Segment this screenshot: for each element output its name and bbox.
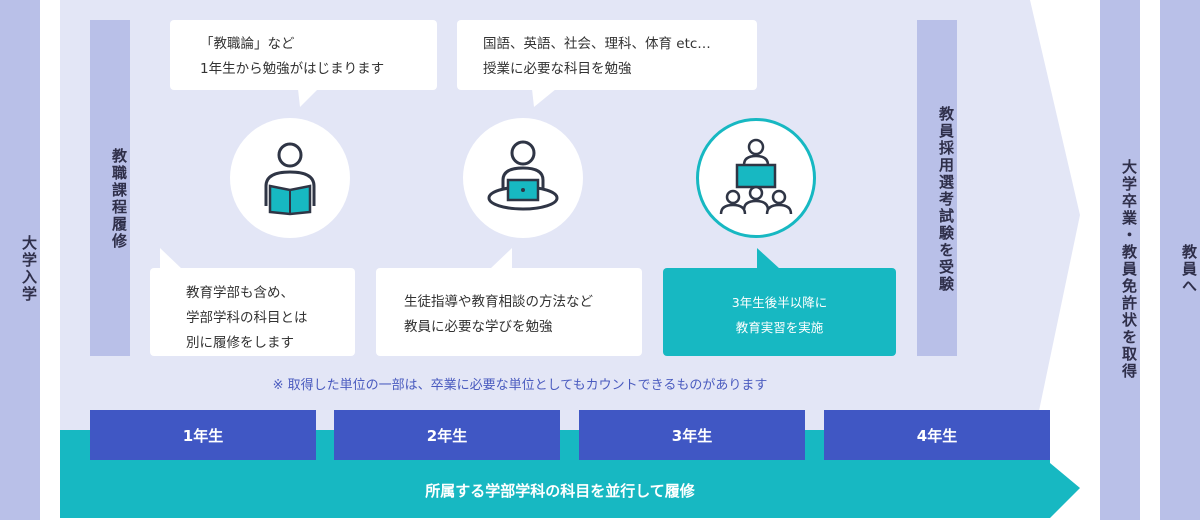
year-2-box: 2年生 [334,410,560,460]
bottom-bubble-1-line-3: 別に履修をします [186,335,294,351]
teaching-course-bar: 教職課程履修 [90,20,130,356]
bottom-bubble-2-line-1: 生徒指導や教育相談の方法など [404,294,593,310]
reading-person-icon [264,142,316,216]
graduation-bar: 大学卒業・教員免許状を取得 [1100,0,1140,520]
year-3-box: 3年生 [579,410,805,460]
year-2-label: 2年生 [426,426,468,445]
top-bubble-2-line-1: 国語、英語、社会、理科、体育 etc… [483,36,711,52]
become-teacher-bar: 教員へ [1160,0,1200,520]
year-4-label: 4年生 [916,426,958,445]
year-1-box: 1年生 [90,410,316,460]
bottom-bubble-3-line-1: 3年生後半以降に [731,295,828,310]
year-1-label: 1年生 [182,426,224,445]
parallel-course-label: 所属する学部学科の科目を並行して履修 [425,482,695,500]
reading-circle [230,118,350,238]
teaching-course-label: 教職課程履修 [110,148,128,250]
top-bubble-1-line-2: 1年生から勉強がはじまります [200,61,385,77]
top-bubble-2-line-2: 授業に必要な科目を勉強 [483,61,632,77]
credit-note: ※ 取得した単位の一部は、卒業に必要な単位としてもカウントできるものがあります [272,378,768,393]
top-bubble-1-tail [298,89,318,107]
top-bubble-2-tail [532,89,556,107]
laptop-person-icon [487,140,559,211]
laptop-circle [463,118,583,238]
top-bubble-2: 国語、英語、社会、理科、体育 etc… 授業に必要な科目を勉強 [457,20,757,90]
bottom-bubble-1-tail [160,248,182,269]
bottom-bubble-1-line-2: 学部学科の科目とは [186,310,308,326]
university-entrance-label: 大学入学 [20,235,38,303]
year-4-box: 4年生 [824,410,1050,460]
university-entrance-bar: 大学入学 [0,0,40,520]
exam-bar: 教員採用選考試験を受験 [917,20,957,356]
top-bubble-1: 「教職論」など 1年生から勉強がはじまります [170,20,437,90]
exam-label: 教員採用選考試験を受験 [937,105,955,293]
bottom-bubble-3-line-2: 教育実習を実施 [735,320,824,335]
year-3-label: 3年生 [671,426,713,445]
teaching-class-icon [719,138,793,215]
bottom-bubble-3-tail [757,248,780,269]
graduation-label: 大学卒業・教員免許状を取得 [1120,158,1138,380]
bottom-bubble-3: 3年生後半以降に 教育実習を実施 [663,268,896,356]
bottom-bubble-2-line-2: 教員に必要な学びを勉強 [404,319,553,335]
bottom-bubble-1-line-1: 教育学部も含め、 [186,285,294,301]
teaching-circle [696,118,816,238]
bottom-bubble-2: 生徒指導や教育相談の方法など 教員に必要な学びを勉強 [376,268,642,356]
become-teacher-label: 教員へ [1180,243,1198,295]
top-bubble-1-line-1: 「教職論」など [200,36,295,52]
bottom-bubble-2-tail [490,248,512,269]
bottom-bubble-1: 教育学部も含め、 学部学科の科目とは 別に履修をします [150,268,355,356]
